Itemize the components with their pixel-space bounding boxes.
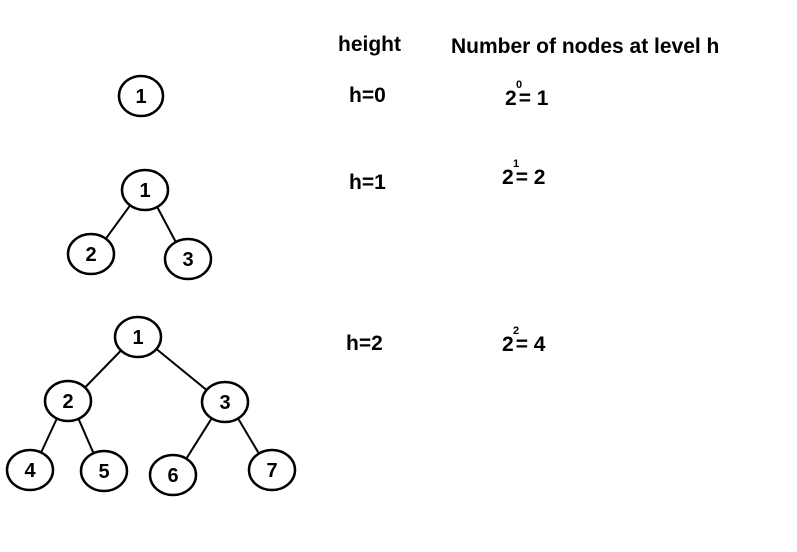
tree-node: 5 [79, 449, 129, 493]
node-label: 3 [219, 392, 230, 414]
node-label: 2 [62, 391, 73, 413]
node-circle [148, 453, 198, 497]
node-circle [5, 448, 55, 492]
node-circle [79, 449, 129, 493]
node-circle [200, 380, 250, 424]
tree-edge [155, 348, 208, 391]
node-circle [163, 237, 213, 281]
tree-edge [185, 417, 213, 460]
node-circle [247, 448, 297, 492]
tree-edge [77, 418, 95, 454]
node-label: 6 [167, 465, 178, 487]
node-label: 1 [139, 180, 150, 202]
node-label: 4 [24, 460, 36, 482]
node-label: 7 [266, 460, 277, 482]
tree-node: 6 [148, 453, 198, 497]
node-label: 2 [85, 244, 96, 266]
row-label-h2: h=2 [346, 332, 383, 355]
formula-base: 2 [502, 166, 514, 189]
node-label: 5 [98, 461, 109, 483]
tree-edge [237, 417, 260, 455]
tree-node: 4 [5, 448, 55, 492]
node-label: 1 [135, 86, 146, 108]
node-circle [117, 74, 165, 118]
node-circle [113, 315, 163, 359]
tree-node: 2 [43, 379, 93, 423]
formula-base: 2 [505, 87, 517, 110]
tree-node: 1 [120, 168, 170, 212]
formula-result: = 2 [515, 166, 546, 189]
tree-node: 1 [117, 74, 165, 118]
tree-edge [104, 204, 132, 240]
tree-node: 1 [113, 315, 163, 359]
node-circle [120, 168, 170, 212]
formula-result: = 4 [515, 333, 546, 356]
formula-exponent: 1 [513, 158, 520, 170]
tree-edge [40, 418, 58, 453]
node-circle [43, 379, 93, 423]
edges-layer [40, 204, 260, 460]
header-node-count: Number of nodes at level h [451, 35, 720, 58]
header-height: height [338, 33, 401, 56]
tree-edge [156, 206, 177, 243]
tree-node: 3 [200, 380, 250, 424]
node-label: 3 [182, 249, 193, 271]
formula-base: 2 [502, 333, 514, 356]
formula-exponent: 2 [513, 325, 520, 337]
formula-result: = 1 [518, 87, 549, 110]
tree-node: 3 [163, 237, 213, 281]
tree-edge [84, 349, 122, 389]
row-label-h1: h=1 [349, 171, 386, 194]
node-label: 1 [132, 327, 143, 349]
nodes-layer: 1 1 2 3 1 2 3 4 5 6 7 [5, 74, 297, 497]
tree-node: 7 [247, 448, 297, 492]
tree-node: 2 [66, 232, 116, 276]
row-label-h0: h=0 [349, 84, 386, 107]
node-circle [66, 232, 116, 276]
formula-exponent: 0 [516, 79, 523, 91]
